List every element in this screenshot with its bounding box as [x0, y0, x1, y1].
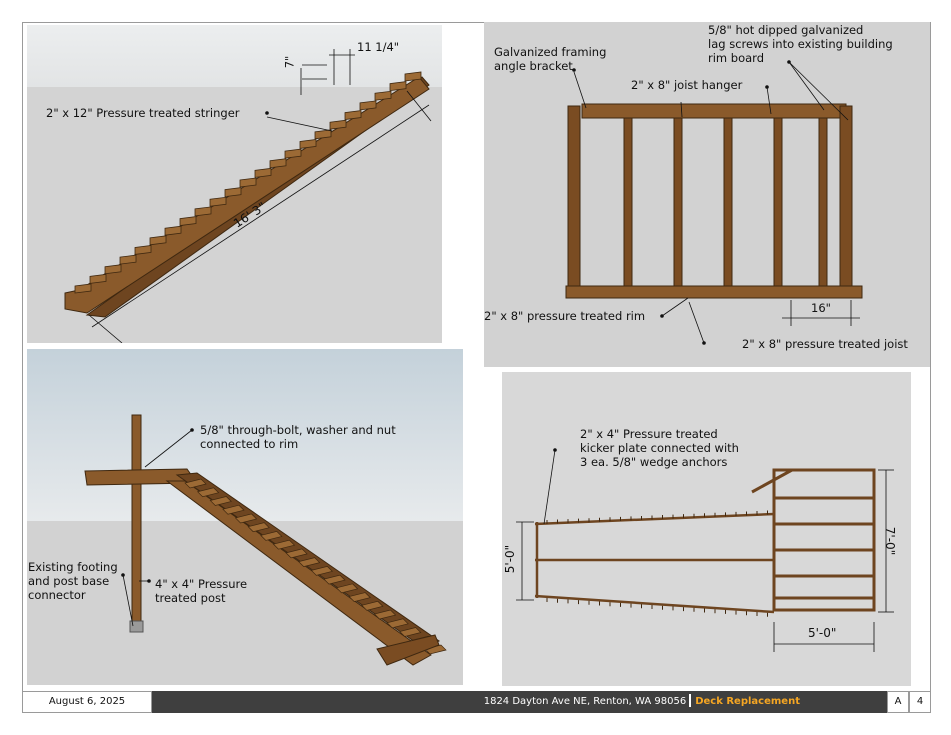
plan-left-dimension: 5'-0": [503, 544, 518, 574]
stair-panel: 5/8" through-bolt, washer and nut connec…: [27, 349, 463, 685]
plan-bottom-dimension: 5'-0": [808, 626, 837, 640]
stair-step: [348, 592, 371, 602]
rim-label: 2" x 8" pressure treated rim: [484, 309, 646, 323]
bracket-label: Galvanized framing angle bracket: [494, 45, 607, 73]
stair-step: [361, 600, 384, 611]
stringer-step: [284, 148, 302, 159]
frame-drawing: [484, 22, 930, 367]
lag-screw-label: 5/8" hot dipped galvanized lag screws in…: [708, 23, 893, 65]
landing-frame: [772, 468, 876, 612]
plan-drawing: [502, 372, 911, 686]
stringer-label: 2" x 12" Pressure treated stringer: [46, 106, 240, 120]
post-label: 4" x 4" Pressure treated post: [155, 577, 248, 605]
stringer-step: [224, 187, 242, 198]
stair-step: [335, 583, 359, 594]
footing-label: Existing footing and post base connector: [28, 560, 118, 602]
front-rim: [565, 285, 863, 299]
title-block: August 6, 2025 1824 Dayton Ave NE, Rento…: [22, 691, 931, 713]
stair-step: [234, 513, 258, 524]
joist-label: 2" x 8" pressure treated joist: [742, 337, 908, 351]
stringer-step: [104, 264, 122, 275]
stair-step: [399, 627, 422, 637]
right-rim: [839, 105, 853, 297]
stair-step: [373, 609, 397, 620]
joist: [723, 115, 733, 289]
joist: [818, 115, 828, 289]
post: [131, 414, 142, 624]
stair-step: [272, 539, 296, 550]
date-cell: August 6, 2025: [22, 691, 152, 713]
joist-hanger-label: 2" x 8" joist hanger: [631, 78, 743, 92]
joist: [673, 115, 683, 289]
left-rim: [567, 105, 581, 297]
stringer-step: [404, 71, 422, 82]
stair-step: [184, 478, 207, 489]
stringer-step: [254, 167, 272, 178]
stair-step: [323, 574, 346, 585]
plan-joists: [774, 496, 874, 600]
stringer-step: [314, 129, 332, 140]
through-bolt-label: 5/8" through-bolt, washer and nut connec…: [200, 423, 396, 451]
plan-panel: 2" x 4" Pressure treated kicker plate co…: [502, 372, 911, 686]
stair-step: [310, 565, 334, 576]
stringer-step: [299, 139, 317, 149]
stair-step: [285, 548, 308, 559]
stringer-panel: 2" x 12" Pressure treated stringer 7" 11…: [27, 25, 442, 343]
stringer-steps: [74, 71, 422, 294]
post-base: [129, 620, 144, 633]
stringer-step: [269, 158, 287, 169]
stringer-step: [344, 110, 362, 120]
stair-step: [247, 522, 270, 533]
frame-panel: Galvanized framing angle bracket 5/8" ho…: [484, 22, 930, 367]
stringer-step: [89, 273, 107, 284]
stair-step: [260, 531, 283, 541]
stair-stringer-front: [165, 480, 432, 666]
separator: [689, 693, 692, 707]
stair-step: [222, 504, 245, 515]
stringer-step: [389, 81, 407, 92]
plan-step-ticks: [546, 510, 768, 617]
stringer-step: [149, 235, 167, 246]
stair-step: [209, 496, 232, 506]
stringer-drawing: [27, 25, 442, 343]
stringer-step: [164, 225, 182, 236]
stringer-step: [119, 254, 137, 265]
stringer-step: [329, 119, 347, 130]
sheet-letter: A: [887, 691, 909, 713]
joist-spacing-dimension: 16": [811, 301, 831, 315]
tread-dimension: 11 1/4": [357, 40, 400, 54]
back-ledger: [581, 103, 847, 119]
stringer-step: [239, 177, 257, 188]
stringer-step: [374, 90, 392, 101]
stair-step: [196, 487, 220, 498]
joist: [623, 115, 633, 289]
stringer-step: [194, 206, 212, 217]
sheet-number: 4: [909, 691, 931, 713]
stringer-step: [359, 100, 377, 111]
riser-dimension: 7": [282, 55, 297, 69]
plan-right-dimension: 7'-0": [883, 526, 898, 556]
project-name: Deck Replacement: [695, 696, 800, 707]
stair-drawing: [27, 349, 463, 685]
kicker-plate-label: 2" x 4" Pressure treated kicker plate co…: [580, 427, 739, 469]
stringer-step: [179, 216, 197, 226]
address: 1824 Dayton Ave NE, Renton, WA 98056: [483, 696, 687, 707]
stringer-step: [74, 283, 92, 294]
stair-step: [386, 618, 409, 629]
stringer-step: [209, 196, 227, 207]
stringer-step: [134, 245, 152, 255]
project-bar: 1824 Dayton Ave NE, Renton, WA 98056 Deck…: [152, 691, 887, 713]
joist: [773, 115, 783, 289]
stair-step: [297, 557, 321, 568]
